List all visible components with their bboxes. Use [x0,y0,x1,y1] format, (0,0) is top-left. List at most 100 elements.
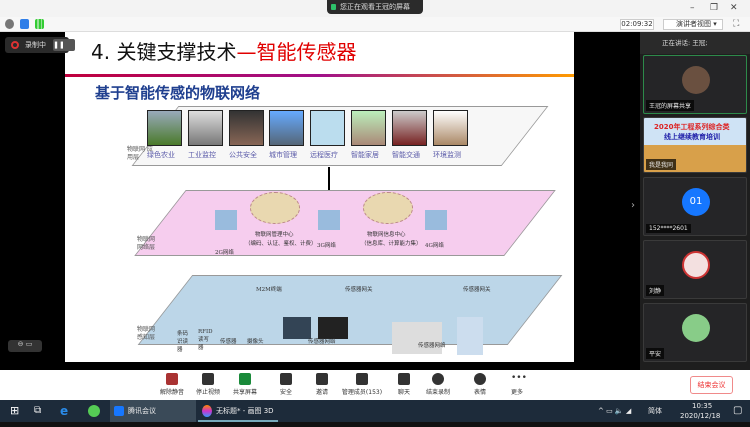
avatar [682,66,710,94]
sensor-network-icon [457,317,483,355]
participant-tile[interactable]: 平安 [643,303,747,362]
button-label: 更多 [510,389,523,396]
barcode-label: 条码 识读器 [177,331,189,353]
ime-indicator[interactable]: 简体 [648,407,662,415]
avatar [682,251,710,279]
invite-button[interactable]: 邀请 [302,373,342,396]
participant-tile[interactable]: 01 152****2601 [643,177,747,236]
unmute-button[interactable]: 解除静音 [152,373,192,396]
camera-icon [202,373,214,385]
members-icon [356,373,368,385]
restore-button[interactable]: ❐ [710,3,719,13]
more-icon: ••• [511,373,527,383]
4g-label: 4G网络 [425,243,444,249]
chat-button[interactable]: 聊天 [384,373,424,396]
sensor-network-icon [392,322,442,354]
app-label: 腾讯会议 [128,407,156,415]
emoji-button[interactable]: 表情 [460,373,500,396]
participant-name: 王冠的屏幕共享 [646,100,695,111]
app-label: 环境监测 [433,151,461,159]
app-label: 远程医疗 [310,151,338,159]
more-button[interactable]: ••• 更多 [497,373,537,396]
avatar [682,314,710,342]
participant-tile[interactable]: 2020年工程系列综合类 线上继续教育培训 我是我同 [643,117,747,173]
network-layer [134,190,556,256]
net-layer-label: 物联网 网络层 [137,236,156,251]
view-mode-dropdown[interactable]: 演讲者视图 ▾ [663,19,723,30]
security-button[interactable]: 安全 [266,373,306,396]
banner-text: 您正在观看王冠的屏幕 [340,3,410,11]
close-button[interactable]: ✕ [730,3,738,13]
notification-icon[interactable]: ▢ [733,405,743,416]
speaking-text: 正在讲话: 王冠; [662,39,708,47]
manage-members-button[interactable]: 管理成员(153) [337,373,387,396]
photo-environment [433,110,468,146]
fullscreen-icon[interactable]: ⛶ [733,19,740,29]
slide-subtitle: 基于智能传感的物联网络 [95,84,261,102]
button-label: 聊天 [397,389,410,396]
mgmt-center-sub: （编码、认证、鉴权、计费） [245,241,317,247]
clock-date[interactable]: 2020/12/18 [680,412,721,420]
video-banner-text: 2020年工程系列综合类 [654,123,730,131]
participant-name: 平安 [646,348,665,359]
avatar: 01 [682,188,710,216]
info-center-sub: （信息库、计算能力集） [361,241,422,247]
share-screen-button[interactable]: 共享屏幕 [225,373,265,396]
slide-title: 4. 关键支撑技术—智能传感器 [91,36,356,65]
info-icon[interactable] [5,19,14,29]
3g-label: 3G网络 [317,243,336,249]
app-label: 绿色农业 [147,151,175,159]
minimize-button[interactable]: – [690,3,695,13]
server-cluster-icon [363,192,413,224]
gateway-label: 传感器网关 [463,287,491,293]
photo-agriculture [147,110,182,146]
taskbar-app-tencent-meeting[interactable]: 腾讯会议 [110,400,196,422]
stop-record-icon [432,373,444,385]
sensor-network-label: 传感器网络 [418,343,446,349]
end-recording-button[interactable]: 结束录制 [418,373,458,396]
chat-icon [398,373,410,385]
camera-label: 摄像头 [247,339,264,345]
participant-tile[interactable]: 刘静 [643,240,747,299]
participant-name: 152****2601 [646,224,691,233]
mic-muted-icon [166,373,178,385]
car-icon [283,317,311,339]
button-label: 结束录制 [425,389,450,396]
screen-share-banner[interactable]: 您正在观看王冠的屏幕 [327,0,423,14]
tray-icons[interactable]: ^ ▭ 🔈 ◢ [598,407,632,415]
end-meeting-button[interactable]: 结束会议 [690,376,733,394]
app-icon[interactable] [88,405,100,417]
car-icon [318,317,348,339]
record-icon [11,41,19,49]
stop-video-button[interactable]: 停止视频 [188,373,228,396]
tencent-meeting-icon [114,406,124,416]
base-station-icon [215,210,237,230]
connector-line [328,167,330,190]
signal-icon[interactable] [35,19,44,29]
pause-recording-button[interactable]: ❚❚ [53,39,65,51]
taskbar-app-paint3d[interactable]: 无标题* - 画图 3D [198,400,278,422]
sense-layer-label: 物联网 感知层 [137,326,156,341]
clock-time[interactable]: 10:35 [692,402,713,410]
chevron-right-icon[interactable]: › [631,200,635,211]
button-label: 停止视频 [195,389,220,396]
photo-home [351,110,386,146]
photo-traffic [392,110,427,146]
emoji-icon [474,373,486,385]
app-label: 公共安全 [229,151,257,159]
windows-start-icon[interactable]: ⊞ [10,404,20,417]
participant-panel: 正在讲话: 王冠; 王冠的屏幕共享 2020年工程系列综合类 线上继续教育培训 … [640,32,750,370]
edge-icon[interactable]: e [60,404,69,418]
app-label: 工业监控 [188,151,216,159]
stop-recording-button[interactable] [63,39,75,51]
base-station-icon [425,210,447,230]
view-mode-label: 演讲者视图 [676,20,711,28]
task-view-icon[interactable]: ⧉ [34,405,42,416]
shield-icon[interactable] [20,19,29,29]
app-label: 无标题* - 画图 3D [216,407,274,415]
annotation-controls[interactable]: ⊖ ▭ [8,340,42,352]
speaking-indicator: 正在讲话: 王冠; [640,32,750,54]
shield-icon [280,373,292,385]
photo-medical [310,110,345,146]
participant-tile[interactable]: 王冠的屏幕共享 [643,55,747,114]
